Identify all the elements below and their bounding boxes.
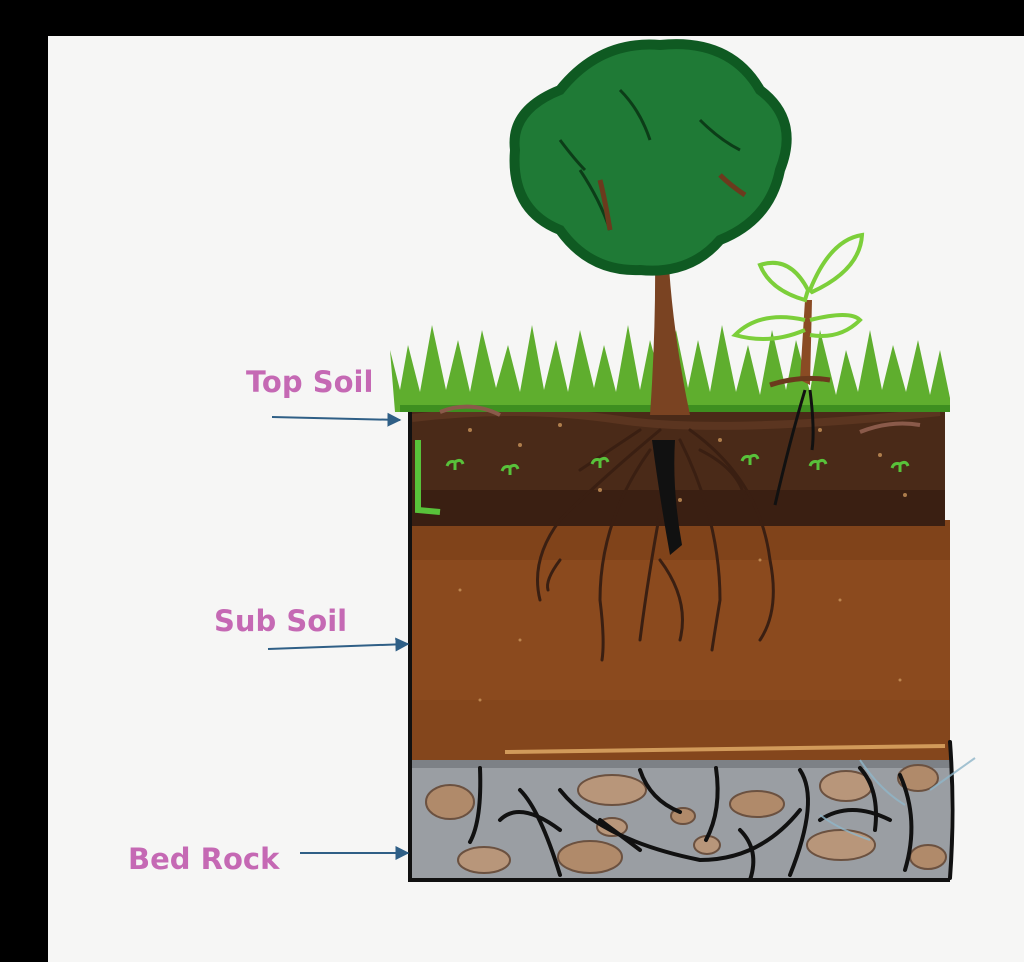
sub-soil-arrow [267,637,410,652]
top-soil-arrow [271,412,402,427]
bed-rock-layer [410,740,976,882]
sub-soil-label: Sub Soil [214,604,348,638]
bed-rock-label: Bed Rock [128,842,280,876]
rock-icon [425,764,947,874]
tree-icon [509,39,792,415]
tree-roots [536,428,775,662]
top-soil-label: Top Soil [246,365,374,399]
top-soil-layer [410,407,945,526]
sprout-icon [731,232,865,506]
